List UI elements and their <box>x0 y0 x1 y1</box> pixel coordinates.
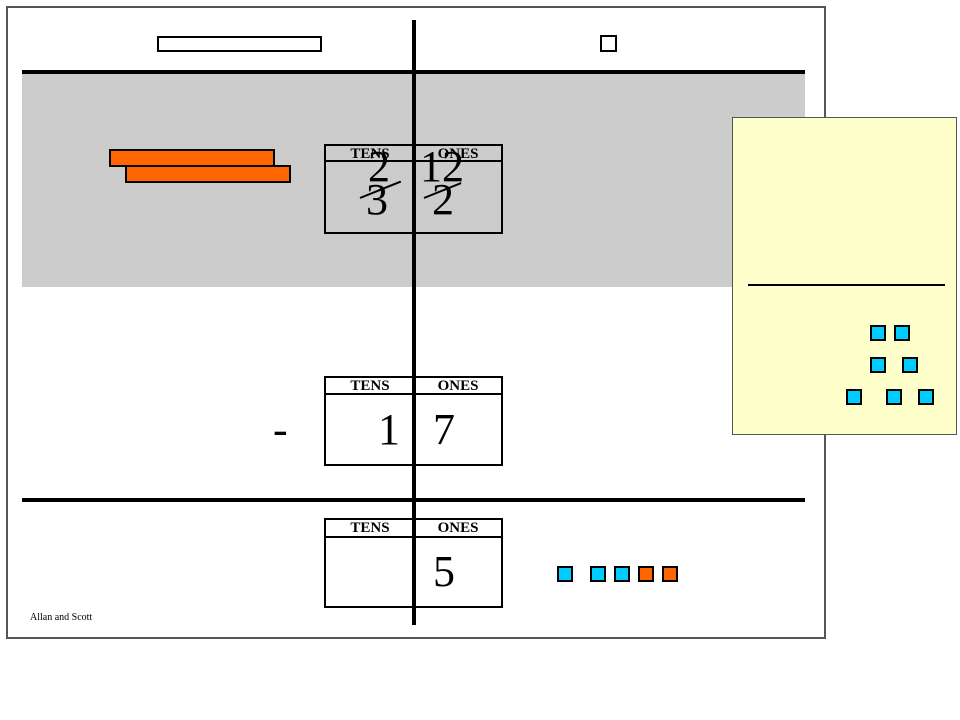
subtrahend-tens-digit: 1 <box>378 405 400 454</box>
unit-cube[interactable] <box>886 389 902 405</box>
unit-cube-orange[interactable] <box>638 566 654 582</box>
ones-header: ONES <box>437 146 479 162</box>
subtraction-note-panel <box>732 117 957 435</box>
result-box <box>324 518 503 608</box>
unit-cube[interactable] <box>870 357 886 373</box>
unit-cube[interactable] <box>614 566 630 582</box>
tens-header: TENS <box>350 378 390 394</box>
ones-header: ONES <box>437 378 479 394</box>
result-header-line <box>324 536 503 538</box>
unit-placeholder <box>600 35 617 52</box>
tens-rod-placeholder <box>157 36 322 52</box>
minus-sign: - <box>273 405 288 454</box>
subtrahend-header-line <box>324 393 503 395</box>
result-ones-digit: 5 <box>433 547 455 596</box>
unit-cube[interactable] <box>894 325 910 341</box>
subtrahend-ones-digit: 7 <box>433 405 455 454</box>
minuend-box <box>324 144 503 234</box>
unit-cube[interactable] <box>590 566 606 582</box>
tens-header: TENS <box>350 146 390 162</box>
tens-header: TENS <box>350 520 390 536</box>
unit-cube[interactable] <box>918 389 934 405</box>
unit-cube[interactable] <box>557 566 573 582</box>
ones-header: ONES <box>437 520 479 536</box>
subtrahend-box <box>324 376 503 466</box>
unit-cube[interactable] <box>902 357 918 373</box>
place-value-divider <box>412 20 416 625</box>
credit-text: Allan and Scott <box>30 612 93 623</box>
note-divider <box>748 284 945 286</box>
tens-rod[interactable] <box>125 165 291 183</box>
unit-cube[interactable] <box>870 325 886 341</box>
regrouped-ones-digit: 12 <box>420 142 464 191</box>
unit-cube-orange[interactable] <box>662 566 678 582</box>
minuend-header-line <box>324 160 503 162</box>
unit-cube[interactable] <box>846 389 862 405</box>
regrouped-tens-digit: 2 <box>368 142 390 191</box>
